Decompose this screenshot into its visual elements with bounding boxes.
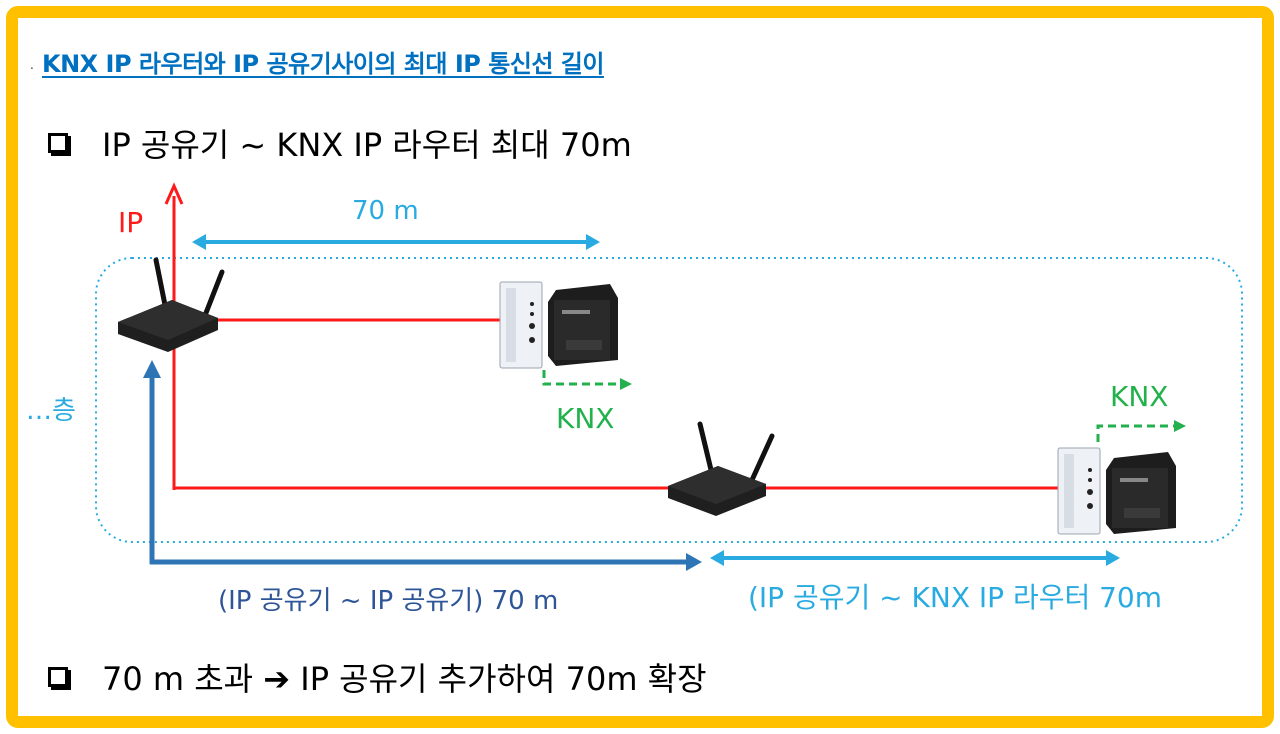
ip-arrow-head [164, 182, 184, 205]
bullet-text-2: 70 m 초과 ➔ IP 공유기 추가하여 70m 확장 [102, 660, 707, 698]
checkbox-bullet-icon-2 [48, 667, 68, 687]
knx-ip-router-device-icon [499, 281, 543, 369]
checkbox-bullet-icon [48, 133, 68, 153]
power-supply-icon [548, 284, 618, 366]
wifi-router-icon [118, 257, 225, 352]
top-distance-arrow [192, 234, 600, 250]
knx-arrow-1 [542, 370, 632, 390]
bullet-item-2: 70 m 초과 ➔ IP 공유기 추가하여 70m 확장 [48, 654, 707, 700]
knx-ip-router-device-icon-2 [1057, 447, 1101, 535]
router-to-knx-label: (IP 공유기 ~ KNX IP 라우터 70m [748, 581, 1163, 614]
wifi-router-icon-2 [668, 421, 775, 516]
page-title: KNX IP 라우터와 IP 공유기사이의 최대 IP 통신선 길이 [42, 50, 604, 78]
knx-arrow-2 [1096, 420, 1186, 442]
bullet-text-1: IP 공유기 ~ KNX IP 라우터 최대 70m [102, 126, 632, 164]
router-to-router-label: (IP 공유기 ~ IP 공유기) 70 m [218, 586, 559, 616]
page-frame [6, 6, 1274, 728]
bullet-item-1: IP 공유기 ~ KNX IP 라우터 최대 70m [48, 120, 632, 166]
floor-boundary [95, 257, 1243, 543]
router-to-router-arrow [143, 360, 702, 571]
router-to-knx-arrow [710, 550, 1120, 566]
ip-label: IP [118, 206, 144, 239]
title-dot: . [30, 58, 34, 72]
knx-label-1: KNX [556, 402, 615, 435]
power-supply-icon-2 [1106, 452, 1176, 534]
top-distance-label: 70 m [352, 196, 419, 226]
knx-label-2: KNX [1110, 380, 1169, 413]
floor-label: …층 [26, 396, 76, 426]
